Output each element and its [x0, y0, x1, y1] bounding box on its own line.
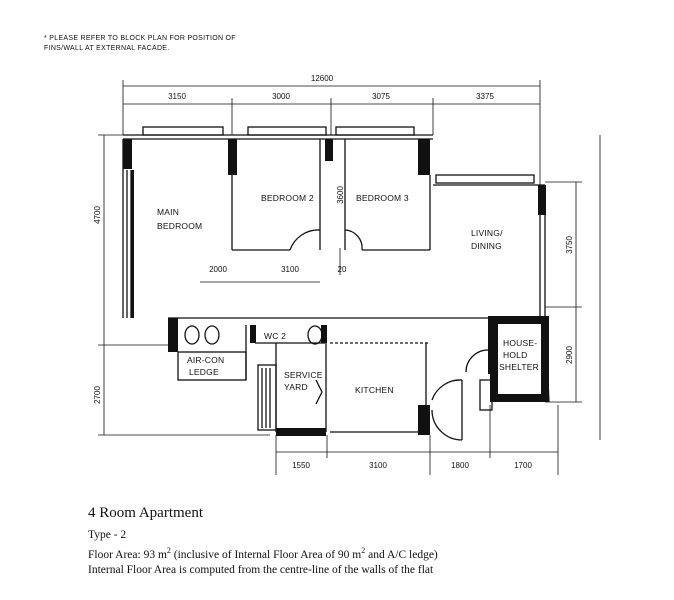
- left-dim-1: 4700: [93, 206, 102, 224]
- internal-dim-b: 3100: [281, 265, 299, 274]
- main-bedroom-label-2: BEDROOM: [157, 221, 202, 231]
- bottom-dim-3: 1800: [451, 461, 469, 470]
- facade-note-line1: * PLEASE REFER TO BLOCK PLAN FOR POSITIO…: [44, 35, 236, 42]
- top-dim-3: 3075: [372, 92, 390, 101]
- bottom-dim-4: 1700: [514, 461, 532, 470]
- top-dim-2: 3000: [272, 92, 290, 101]
- facade-note-line2: FINS/WALL AT EXTERNAL FACADE.: [44, 45, 170, 52]
- service-yard-label-1: SERVICE: [284, 370, 323, 380]
- top-dim-4: 3375: [476, 92, 494, 101]
- floor-area-sup: 2: [166, 546, 171, 555]
- left-dim-2: 2700: [93, 386, 102, 404]
- bottom-dim-2: 3100: [369, 461, 387, 470]
- living-dining-label-2: DINING: [471, 241, 502, 251]
- internal-dim-c: 20: [338, 265, 347, 274]
- shelter-label-1: HOUSE-: [503, 338, 537, 348]
- bedroom-2-label: BEDROOM 2: [261, 193, 314, 203]
- facade-note: * PLEASE REFER TO BLOCK PLAN FOR POSITIO…: [44, 34, 236, 54]
- plan-caption: 4 Room Apartment Type - 2 Floor Area: 93…: [88, 505, 438, 578]
- bedroom-partition-dim: 3600: [336, 186, 345, 204]
- kitchen-label: KITCHEN: [355, 385, 394, 395]
- caption-floor-area: Floor Area: 93 m2 (inclusive of Internal…: [88, 543, 438, 563]
- floor-plan: 12600 3150 3000 3075 3375 4700 2700 3750…: [93, 74, 601, 475]
- living-dining-label-1: LIVING/: [471, 228, 503, 238]
- floor-area-suffix: and A/C ledge): [365, 548, 438, 561]
- caption-note: Internal Floor Area is computed from the…: [88, 563, 434, 576]
- shelter-label-2: HOLD: [503, 350, 527, 360]
- bedroom-3-label: BEDROOM 3: [356, 193, 409, 203]
- floor-area-mid: (inclusive of Internal Floor Area of 90 …: [170, 548, 362, 561]
- internal-dim-a: 2000: [209, 265, 227, 274]
- caption-title: 4 Room Apartment: [88, 505, 203, 521]
- top-dim-1: 3150: [168, 92, 186, 101]
- shelter-label-3: SHELTER: [499, 362, 539, 372]
- caption-type: Type - 2: [88, 529, 127, 541]
- right-dim-1: 3750: [565, 236, 574, 254]
- aircon-ledge-label-1: AIR-CON: [187, 355, 224, 365]
- bottom-dim-1: 1550: [292, 461, 310, 470]
- main-bedroom-label-1: MAIN: [157, 207, 179, 217]
- floor-area-sup2: 2: [361, 546, 366, 555]
- overall-width-label: 12600: [311, 74, 334, 83]
- service-yard-label-2: YARD: [284, 382, 308, 392]
- aircon-ledge-label-2: LEDGE: [189, 367, 219, 377]
- floor-area-prefix: Floor Area: 93 m: [88, 548, 167, 561]
- wc2-label: WC 2: [264, 331, 286, 341]
- right-dim-2: 2900: [565, 346, 574, 364]
